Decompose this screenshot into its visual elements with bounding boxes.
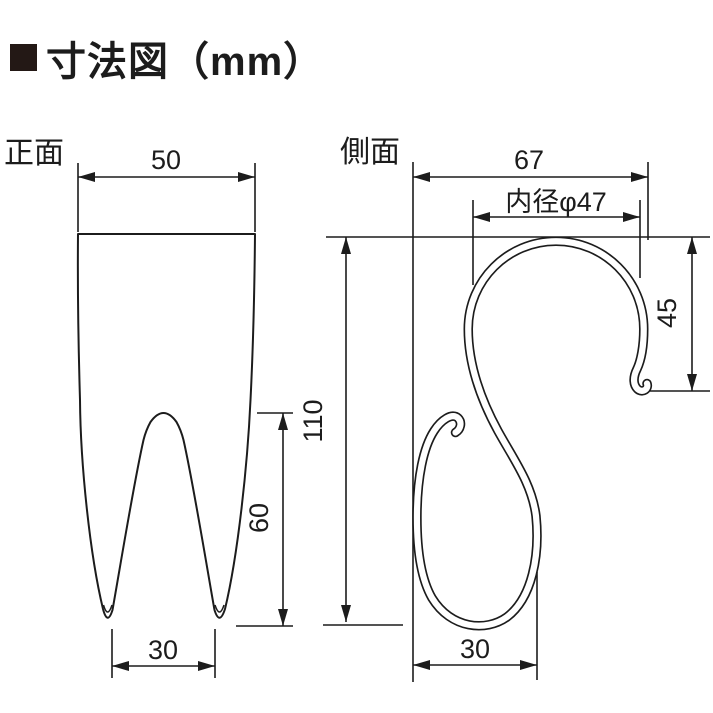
front-right-tip-inner-line <box>214 604 225 613</box>
page-title: 寸法図（mm） <box>46 40 324 84</box>
arrow-down-icon <box>341 605 351 622</box>
side-view-label: 側面 <box>340 136 400 169</box>
dim-value-60: 60 <box>244 503 274 533</box>
arrow-down-icon <box>278 609 288 626</box>
front-dim-top-width: 50 <box>77 145 256 232</box>
arrow-right-icon <box>198 661 215 671</box>
dim-value-30-side: 30 <box>460 634 490 664</box>
dim-value-110: 110 <box>298 399 328 442</box>
dim-value-45: 45 <box>652 298 682 328</box>
title: 寸法図（mm） <box>10 40 324 84</box>
side-dim-hook-opening: 45 <box>650 237 710 392</box>
dim-value-30: 30 <box>148 635 178 665</box>
side-dim-overall-width: 67 <box>412 145 649 682</box>
title-square-icon <box>10 44 37 71</box>
arrow-left-icon <box>413 660 430 670</box>
dim-value-50: 50 <box>151 145 181 175</box>
dim-value-inner-diameter: 内径φ47 <box>505 187 607 217</box>
arrow-left-icon <box>413 172 430 182</box>
front-view: 正面 50 60 <box>4 137 293 678</box>
side-view: 側面 67 内径φ47 110 <box>298 136 710 682</box>
side-hook-tube-inner <box>413 238 651 629</box>
arrow-up-icon <box>687 237 697 254</box>
side-hook-profile <box>412 236 653 631</box>
front-left-tip-inner-line <box>102 604 113 613</box>
front-dim-prong-height: 60 <box>236 412 293 627</box>
dim-value-67: 67 <box>514 145 544 175</box>
front-view-label: 正面 <box>4 137 64 170</box>
front-hook-outline <box>76 233 256 619</box>
arrow-up-icon <box>341 237 351 254</box>
arrow-right-icon <box>520 660 537 670</box>
arrow-right-icon <box>631 172 648 182</box>
front-dim-bottom-width: 30 <box>111 629 216 678</box>
arrow-up-icon <box>278 413 288 430</box>
side-dim-overall-height: 110 <box>298 237 403 626</box>
arrow-left-icon <box>473 212 490 222</box>
side-dim-inner-diameter: 内径φ47 <box>472 187 641 285</box>
arrow-left-icon <box>112 661 129 671</box>
arrow-right-icon <box>623 212 640 222</box>
side-dim-bottom-width: 30 <box>413 572 538 680</box>
arrow-left-icon <box>78 172 95 182</box>
arrow-right-icon <box>238 172 255 182</box>
arrow-down-icon <box>687 374 697 391</box>
